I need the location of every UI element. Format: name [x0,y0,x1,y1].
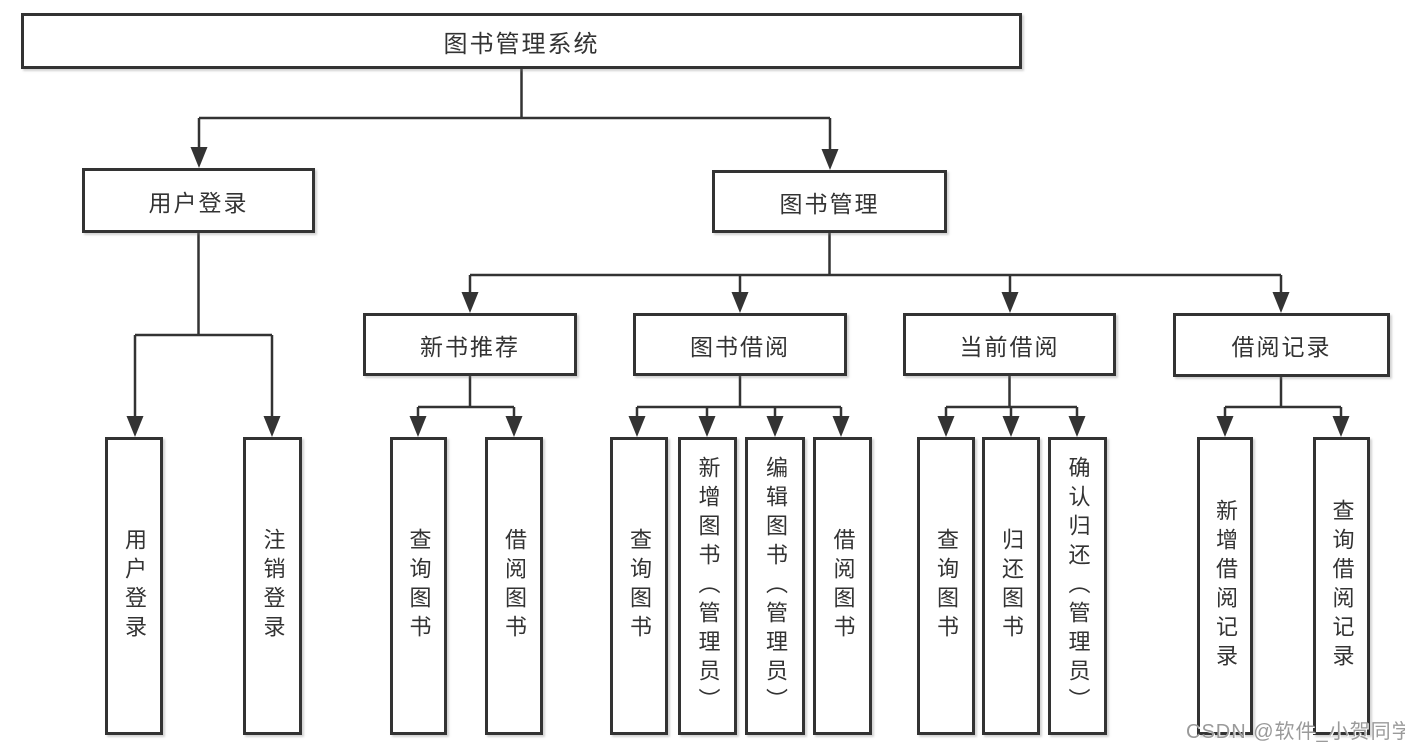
leaf-edit-books-admin: 编辑图书（管理员） [745,437,805,735]
leaf-logout: 注销登录 [243,437,302,735]
leaf-confirm-return-admin: 确认归还（管理员） [1048,437,1107,735]
node-book-management: 图书管理 [712,170,947,233]
leaf-borrow-books-newrec: 借阅图书 [485,437,543,735]
node-book-borrowing: 图书借阅 [633,313,847,376]
leaf-add-books-admin: 新增图书（管理员） [678,437,737,735]
node-current-borrowing: 当前借阅 [903,313,1116,376]
csdn-watermark: CSDN @软件_小贺同学 [1186,721,1405,743]
leaf-return-books: 归还图书 [982,437,1040,735]
leaf-query-borrow-record: 查询借阅记录 [1313,437,1370,735]
leaf-user-login: 用户登录 [105,437,163,735]
node-user-login: 用户登录 [82,168,315,233]
leaf-borrow-books-borrowing: 借阅图书 [813,437,872,735]
leaf-query-books-newrec: 查询图书 [390,437,447,735]
node-root: 图书管理系统 [21,13,1022,69]
connector-paths [133,69,1343,421]
leaf-query-books-current: 查询图书 [917,437,975,735]
arrowheads [126,147,1350,437]
leaf-query-books-borrowing: 查询图书 [610,437,668,735]
leaf-add-borrow-record: 新增借阅记录 [1197,437,1253,735]
node-borrowing-records: 借阅记录 [1173,313,1390,377]
node-new-book-recommendation: 新书推荐 [363,313,577,376]
